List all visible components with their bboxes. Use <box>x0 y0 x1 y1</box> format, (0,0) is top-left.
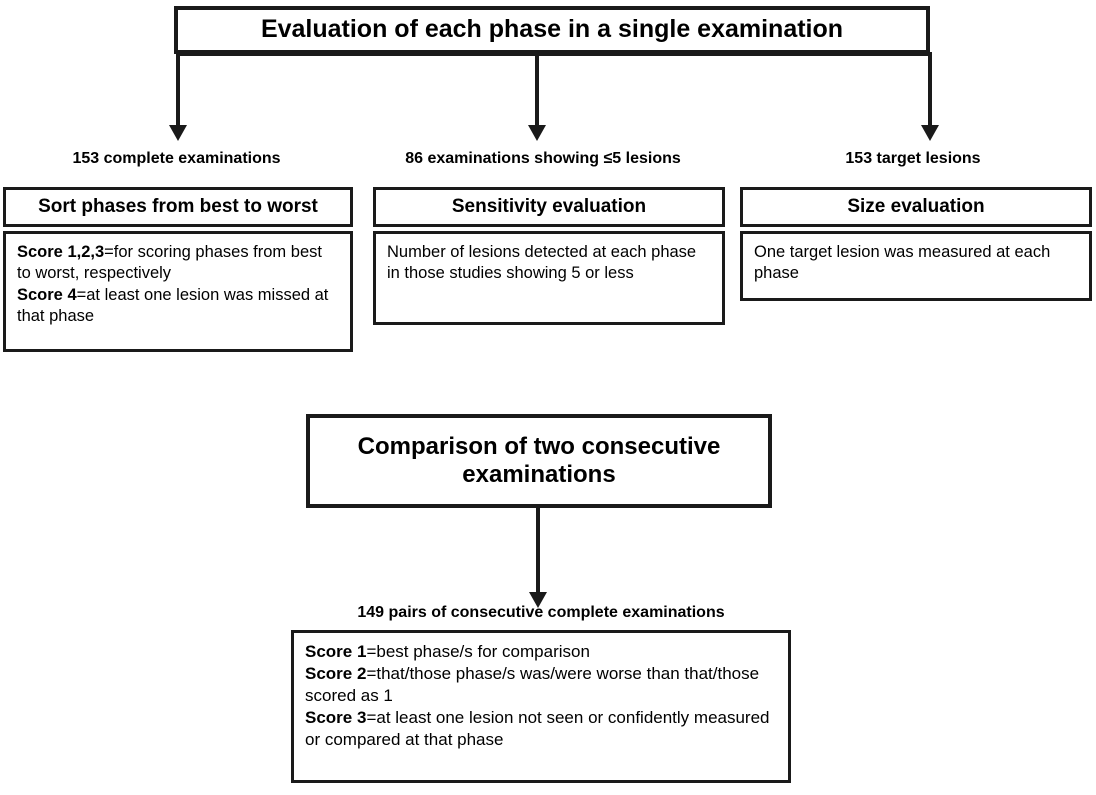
arrow-head-right-icon <box>921 125 939 141</box>
detail-line: One target lesion was measured at each p… <box>754 242 1079 285</box>
detail-line-label: Score 4 <box>17 285 77 304</box>
detail-line: Score 3=at least one lesion not seen or … <box>305 707 778 751</box>
branch-heading-text-middle: Sensitivity evaluation <box>451 195 647 217</box>
detail-line-text: Number of lesions detected at each phase… <box>387 243 697 283</box>
detail-line-text: =that/those phase/s was/were worse than … <box>305 664 760 706</box>
branch-detail-box-middle: Number of lesions detected at each phase… <box>373 231 725 325</box>
branch-heading-text-left: Sort phases from best to worst <box>38 195 318 217</box>
detail-line: Score 1=best phase/s for comparison <box>305 641 778 663</box>
branch-connector-left <box>176 52 180 127</box>
title-text: Evaluation of each phase in a single exa… <box>260 15 844 44</box>
caption-bottom: 149 pairs of consecutive complete examin… <box>357 604 725 621</box>
caption-middle: 86 examinations showing ≤5 lesions <box>405 150 681 167</box>
branch-heading-box-right: Size evaluation <box>740 187 1092 227</box>
branch-detail-box-right: One target lesion was measured at each p… <box>740 231 1092 301</box>
branch-detail-box-left: Score 1,2,3=for scoring phases from best… <box>3 231 353 352</box>
branch-heading-box-left: Sort phases from best to worst <box>3 187 353 227</box>
caption-right: 153 target lesions <box>845 150 981 167</box>
comparison-title-text: Comparison of two consecutive examinatio… <box>357 432 721 488</box>
detail-line: Number of lesions detected at each phase… <box>387 242 712 285</box>
trunk-horizontal-connector <box>176 52 932 56</box>
detail-line-label: Score 1,2,3 <box>17 243 105 261</box>
detail-line-label: Score 2 <box>305 664 367 684</box>
arrow-head-left-icon <box>169 125 187 141</box>
title-box: Evaluation of each phase in a single exa… <box>174 6 930 54</box>
detail-line-text: One target lesion was measured at each p… <box>754 243 1051 283</box>
detail-line-text: =best phase/s for comparison <box>366 642 590 661</box>
detail-line-label: Score 3 <box>305 708 367 728</box>
branch-connector-middle <box>535 52 539 127</box>
comparison-detail-box: Score 1=best phase/s for comparison Scor… <box>291 630 791 783</box>
detail-line-text: =at least one lesion was missed at that … <box>17 285 329 326</box>
comparison-connector <box>536 508 540 594</box>
detail-line: Score 1,2,3=for scoring phases from best… <box>17 242 340 285</box>
detail-line-text: =for scoring phases from best to worst, … <box>17 243 322 283</box>
comparison-title-box: Comparison of two consecutive examinatio… <box>306 414 772 508</box>
branch-heading-text-right: Size evaluation <box>847 195 985 217</box>
arrow-head-comparison-icon <box>529 592 547 608</box>
branch-heading-box-middle: Sensitivity evaluation <box>373 187 725 227</box>
detail-line-label: Score 1 <box>305 642 367 661</box>
detail-line: Score 4=at least one lesion was missed a… <box>17 285 340 328</box>
detail-line-text: =at least one lesion not seen or confide… <box>305 708 770 750</box>
caption-left: 153 complete examinations <box>72 150 281 167</box>
arrow-head-middle-icon <box>528 125 546 141</box>
detail-line: Score 2=that/those phase/s was/were wors… <box>305 663 778 707</box>
branch-connector-right <box>928 52 932 127</box>
